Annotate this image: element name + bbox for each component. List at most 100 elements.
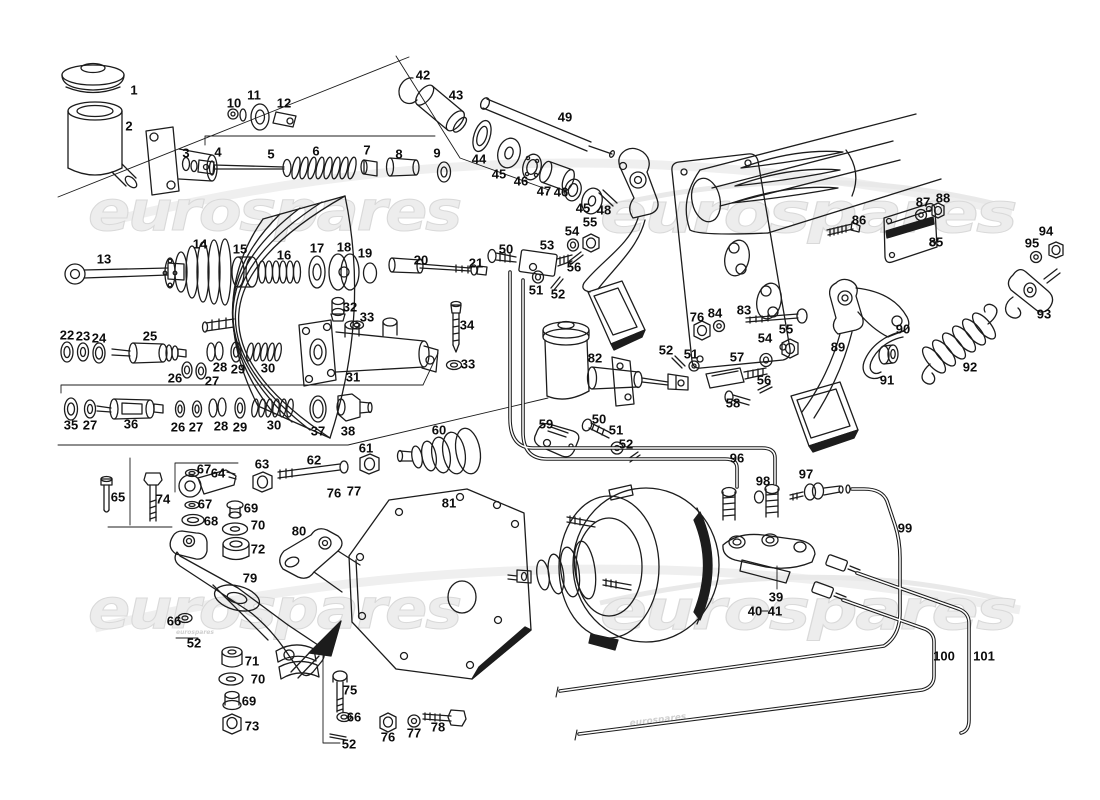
- servo-piston-row-art: [64, 238, 488, 306]
- group-frame-lines: [57, 55, 778, 744]
- part-label-69: 69: [242, 694, 256, 709]
- master-cylinder-seal-row-art: [60, 296, 463, 387]
- part-label-66: 66: [167, 614, 181, 629]
- part-label-39: 39: [769, 590, 783, 605]
- part-label-99: 99: [898, 521, 912, 536]
- part-label-15: 15: [233, 242, 247, 257]
- part-label-16: 16: [277, 248, 291, 263]
- part-label-10: 10: [227, 96, 241, 111]
- part-label-41: 41: [768, 604, 782, 619]
- part-label-58: 58: [726, 396, 740, 411]
- part-label-29: 29: [233, 420, 247, 435]
- part-label-59: 59: [539, 417, 553, 432]
- part-label-52: 52: [342, 737, 356, 752]
- part-label-24: 24: [92, 331, 107, 346]
- servo-manifold-art: [721, 482, 861, 601]
- part-label-49: 49: [558, 110, 572, 125]
- watermark-text: eurospares: [600, 578, 1015, 642]
- part-label-29: 29: [231, 362, 245, 377]
- part-label-28: 28: [213, 360, 227, 375]
- part-label-87: 87: [916, 195, 930, 210]
- part-label-26: 26: [171, 420, 185, 435]
- part-label-38: 38: [341, 424, 355, 439]
- reservoir-cap-art: [61, 62, 125, 94]
- part-label-23: 23: [76, 329, 90, 344]
- part-label-42: 42: [416, 68, 430, 83]
- part-label-100: 100: [933, 649, 955, 664]
- part-label-53: 53: [540, 238, 554, 253]
- part-label-95: 95: [1025, 236, 1039, 251]
- part-label-56: 56: [567, 260, 581, 275]
- part-label-81: 81: [442, 496, 456, 511]
- part-label-37: 37: [311, 424, 325, 439]
- linkage-art: [227, 103, 297, 131]
- part-label-90: 90: [896, 322, 910, 337]
- part-label-61: 61: [359, 441, 373, 456]
- steering-column-art: [685, 113, 942, 235]
- part-label-13: 13: [97, 252, 111, 267]
- part-label-91: 91: [880, 373, 894, 388]
- part-label-27: 27: [83, 418, 97, 433]
- part-label-73: 73: [245, 719, 259, 734]
- part-label-68: 68: [204, 514, 218, 529]
- part-label-33: 33: [461, 357, 475, 372]
- part-label-32: 32: [343, 300, 357, 315]
- part-label-70: 70: [251, 672, 265, 687]
- part-label-45: 45: [492, 167, 506, 182]
- part-label-71: 71: [245, 654, 259, 669]
- part-label-80: 80: [292, 524, 306, 539]
- part-label-28: 28: [214, 419, 228, 434]
- part-label-8: 8: [395, 147, 402, 162]
- part-label-52: 52: [187, 636, 201, 651]
- part-label-83: 83: [737, 303, 751, 318]
- part-label-77: 77: [407, 726, 421, 741]
- part-label-98: 98: [756, 474, 770, 489]
- part-label-5: 5: [267, 147, 274, 162]
- part-label-55: 55: [779, 322, 793, 337]
- part-label-97: 97: [799, 467, 813, 482]
- mounting-plate-art: [348, 488, 532, 680]
- part-label-30: 30: [261, 361, 275, 376]
- part-label-3: 3: [182, 146, 189, 161]
- part-label-12: 12: [277, 96, 291, 111]
- part-label-54: 54: [565, 224, 580, 239]
- part-label-1: 1: [130, 83, 137, 98]
- part-label-20: 20: [414, 253, 428, 268]
- part-label-55: 55: [583, 215, 597, 230]
- part-label-62: 62: [307, 453, 321, 468]
- watermark-swoosh: [599, 574, 1004, 606]
- watermark-text: eurospares: [88, 577, 460, 641]
- boot-and-bolts-art: [252, 427, 482, 493]
- part-label-2: 2: [125, 119, 132, 134]
- part-label-25: 25: [143, 329, 157, 344]
- part-label-51: 51: [684, 347, 698, 362]
- part-label-45: 45: [576, 201, 590, 216]
- part-label-94: 94: [1039, 224, 1054, 239]
- part-label-84: 84: [708, 306, 723, 321]
- part-label-6: 6: [312, 144, 319, 159]
- shaft-bearing-chain-art: [398, 77, 618, 215]
- part-label-92: 92: [963, 360, 977, 375]
- clutch-master-cylinder-art: [67, 101, 218, 196]
- brake-master-cylinder-art: [542, 320, 700, 407]
- part-label-76: 76: [327, 486, 341, 501]
- watermark-text-tiny: eurospares: [176, 629, 214, 636]
- part-label-14: 14: [193, 237, 208, 252]
- part-label-51: 51: [609, 423, 623, 438]
- part-label-18: 18: [337, 240, 351, 255]
- watermark-text: eurospares: [600, 181, 1015, 245]
- tie-rod-end-group-art: [100, 468, 250, 561]
- part-label-30: 30: [267, 418, 281, 433]
- part-label-67: 67: [197, 462, 211, 477]
- servo-shell-art: [201, 195, 356, 439]
- part-label-48: 48: [597, 203, 611, 218]
- part-label-89: 89: [831, 340, 845, 355]
- part-label-36: 36: [124, 417, 138, 432]
- part-label-21: 21: [469, 256, 483, 271]
- pushrod-spring-row-art: [181, 156, 452, 183]
- clevis-block-art: [487, 233, 600, 291]
- part-label-46: 46: [514, 174, 528, 189]
- return-spring-group-art: [862, 241, 1064, 385]
- part-label-70: 70: [251, 518, 265, 533]
